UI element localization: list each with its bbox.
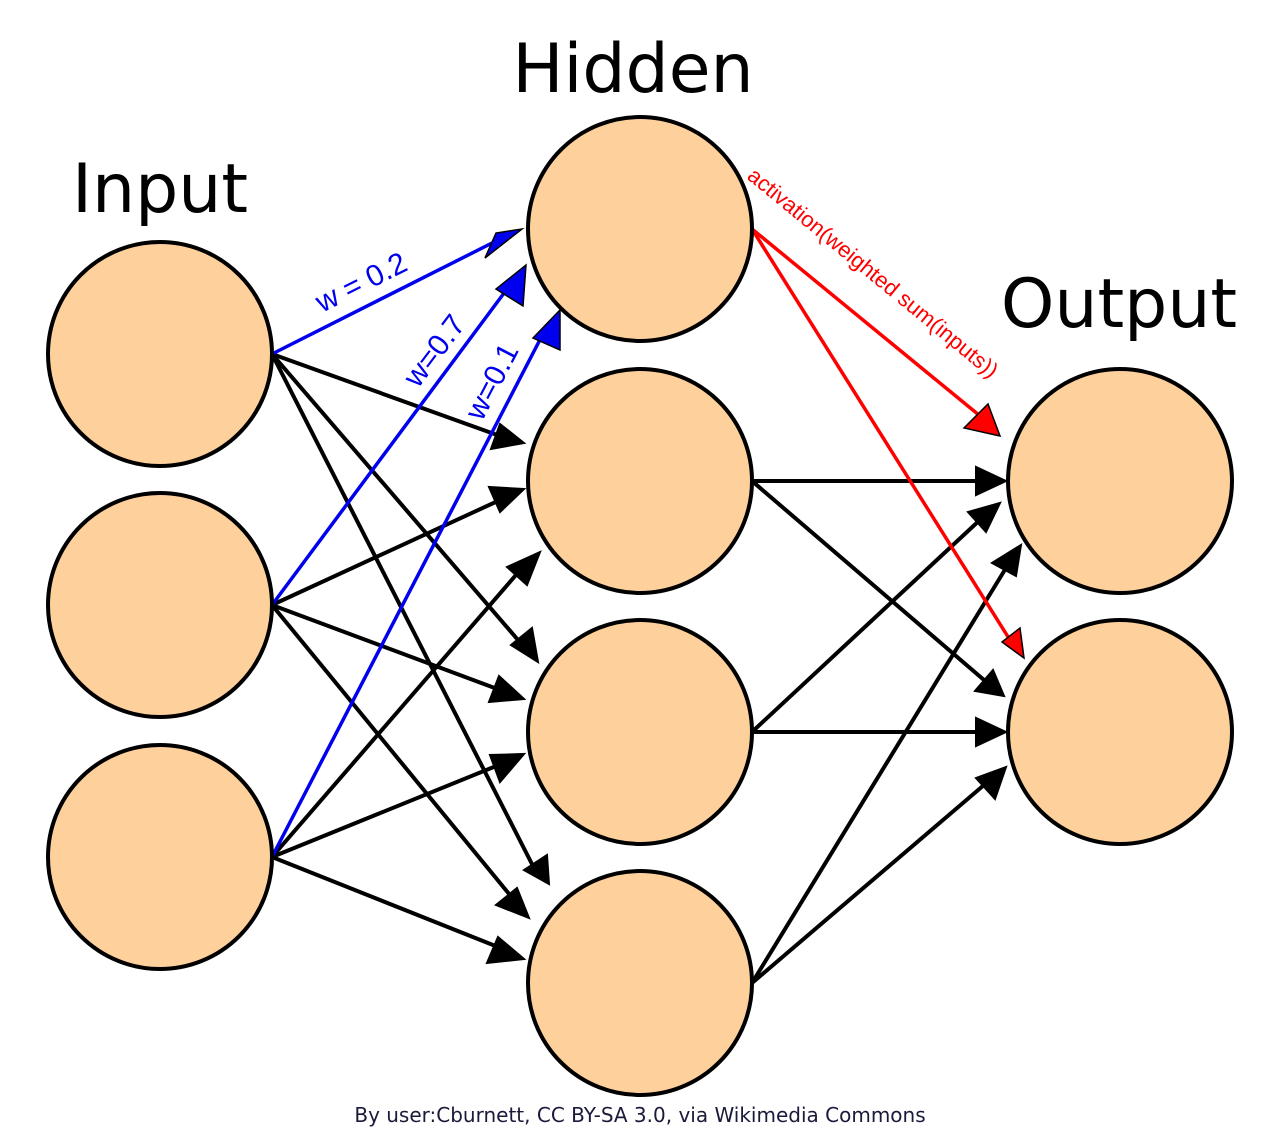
hidden-layer-title: Hidden [512,30,753,109]
output-layer-title: Output [1001,265,1237,344]
activation-arrowhead-h1-o1 [962,402,1002,438]
arrowhead-i1-h2 [489,422,527,451]
connection-i1-h3 [270,352,520,642]
activation-arrowheads [962,402,1025,660]
activation-arrowhead-h1-o2 [1000,626,1025,660]
connection-i2-h3 [271,603,501,692]
arrowhead-h3-o2 [975,716,1009,748]
weighted-arrowhead-i3-h1 [531,308,561,352]
hidden-neuron-1 [526,115,754,343]
arrowhead-h4-o2 [974,765,1008,801]
connection-i3-h4 [271,855,504,951]
weighted-connections [270,238,547,858]
activation-connection-h1-o2 [750,228,1012,641]
arrowhead-i2-h4 [494,886,531,920]
arrowhead-h2-o1 [975,465,1009,497]
weighted-arrowheads [484,227,561,352]
hidden-neuron-3 [526,618,754,846]
connection-i1-h4 [270,353,537,871]
arrowhead-h4-o1 [990,542,1023,578]
hidden-neuron-2 [526,367,754,595]
weighted-connection-i1-h1 [271,238,499,356]
arrowhead-h3-o1 [966,501,1002,534]
arrowhead-h2-o2 [973,668,1006,698]
connection-i2-h4 [270,603,516,902]
connection-h2-o2 [750,479,986,682]
arrowhead-i2-h2 [487,485,527,514]
attribution-credit: By user:Cburnett, CC BY-SA 3.0, via Wiki… [354,1103,925,1127]
connection-i3-h2 [270,566,524,859]
connection-i3-h3 [271,760,507,859]
connection-arrowheads [485,422,1023,965]
arrowhead-i3-h2 [505,550,542,587]
arrowhead-i2-h3 [487,674,527,704]
input-to-hidden-connections [270,352,537,951]
arrowhead-i1-h3 [509,626,540,665]
arrowhead-i3-h4 [485,935,527,965]
weighted-arrowhead-i2-h1 [494,263,527,308]
activation-connections [750,227,1012,641]
weighted-arrowhead-i1-h1 [484,227,525,259]
input-neuron-3 [46,743,274,971]
output-neuron-2 [1006,618,1234,846]
arrowhead-i1-h4 [522,853,551,886]
hidden-neuron-4 [526,869,754,1097]
connection-i2-h2 [271,498,501,607]
input-neuron-1 [46,240,274,468]
connection-h4-o1 [750,566,1008,985]
neurons [46,115,1234,1097]
activation-label: activation(weighted sum(inputs)) [743,163,1004,383]
weighted-connection-i3-h1 [270,329,547,858]
input-neuron-2 [46,491,274,719]
connection-h3-o1 [750,516,984,734]
activation-connection-h1-o1 [750,227,987,422]
connection-i1-h2 [271,352,501,438]
output-neuron-1 [1006,367,1234,595]
input-layer-title: Input [72,150,248,229]
hidden-to-output-connections [750,479,1008,985]
weighted-connection-i2-h1 [270,283,512,607]
arrowhead-i3-h3 [488,752,527,784]
connection-h4-o2 [750,783,986,985]
weight-label-i3-h1: w=0.1 [458,338,525,426]
